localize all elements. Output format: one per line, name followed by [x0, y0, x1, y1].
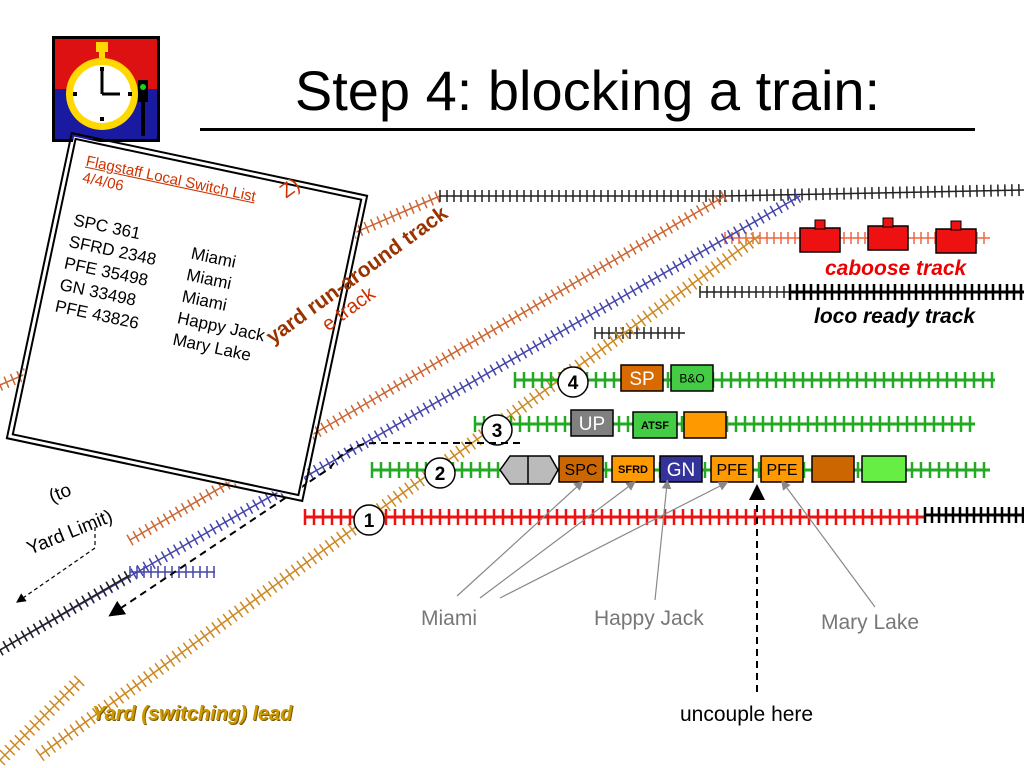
blue-stub-track [129, 566, 215, 578]
freight-car [683, 411, 727, 439]
freight-car-label: SFRD [618, 464, 648, 476]
switch-list-row: SPC 361 Miami [71, 210, 238, 272]
loco-track-lead [699, 286, 790, 298]
dest-miami-label: Miami [421, 607, 477, 630]
freight-car: UP [570, 409, 614, 437]
switch-list-table: SPC 361 Miami SFRD 2348 Miami PFE 35498 … [53, 210, 267, 365]
freight-car: PFE [760, 455, 804, 483]
dest-happy-jack-label: Happy Jack [594, 607, 704, 630]
track-number-3: 3 [481, 414, 513, 446]
track-number-4: 4 [557, 366, 589, 398]
track-1-extension [923, 507, 1024, 523]
straight-track-top-mid [439, 190, 725, 202]
freight-car-label: B&O [679, 371, 704, 385]
destination-pointer-line [781, 480, 876, 608]
caboose-track-label: caboose track [825, 257, 967, 280]
uncouple-here-label: uncouple here [680, 703, 814, 726]
track-number-2: 2 [424, 457, 456, 489]
dest-mary-lake-label: Mary Lake [821, 611, 920, 634]
yard-lead-label: Yard (switching) lead [92, 703, 293, 725]
yard-lead-track-end [0, 675, 85, 766]
straight-track-top-right [724, 184, 1024, 203]
freight-car [861, 455, 907, 483]
freight-car-label: UP [579, 414, 605, 435]
destination-pointer-line [479, 481, 636, 599]
stopwatch-logo-icon [52, 36, 160, 142]
destination-pointer-line [456, 480, 584, 597]
freight-car-label: SPC [565, 462, 598, 479]
track-number-text: 2 [435, 464, 446, 485]
title-underline [200, 128, 975, 131]
slide-title: Step 4: blocking a train: [294, 59, 881, 122]
yard-limit-dashed-arrow [16, 527, 96, 603]
switch-list-row: GN 33498 Happy Jack [58, 274, 267, 345]
freight-car: B&O [670, 364, 714, 392]
freight-car: SP [620, 364, 664, 392]
freight-car-label: SP [629, 369, 654, 390]
freight-car: SFRD [611, 455, 655, 483]
freight-car: GN [659, 455, 703, 483]
freight-car: ATSF [632, 411, 678, 439]
rolling-stock-layer: SP B&O UP ATSF SPC SFRD GN PFE PFE [499, 217, 977, 485]
annotation-layer: 1 2 3 4 [16, 366, 876, 692]
freight-car-label: GN [667, 460, 696, 481]
switch-list-row: PFE 43826 Mary Lake [53, 296, 252, 365]
freight-car: SPC [558, 455, 604, 483]
switching-move-dashed-arrow [108, 442, 520, 617]
track-number-text: 1 [364, 511, 375, 532]
freight-car: PFE [710, 455, 754, 483]
short-spur-track [594, 327, 685, 339]
destination-pointer-line [499, 481, 729, 599]
freight-car [811, 455, 855, 483]
caboose-car [867, 217, 909, 251]
track-1 [303, 509, 925, 525]
destination-pointer-line [654, 479, 672, 601]
track-number-text: 3 [492, 421, 503, 442]
switch-list-row: PFE 35498 Miami [62, 253, 229, 315]
track-number-text: 4 [568, 373, 579, 394]
caboose-car [935, 220, 977, 254]
track-number-1: 1 [353, 504, 385, 536]
locomotive [499, 455, 559, 485]
caboose-car [799, 219, 841, 253]
switch-list-row: SFRD 2348 Miami [67, 231, 233, 293]
freight-car-label: PFE [716, 462, 747, 479]
freight-car-label: ATSF [641, 420, 669, 432]
loco-ready-track-label: loco ready track [814, 305, 976, 328]
freight-car-label: PFE [766, 462, 797, 479]
loco-ready-track [788, 284, 1024, 300]
diagonal-track-black-end [0, 570, 131, 656]
